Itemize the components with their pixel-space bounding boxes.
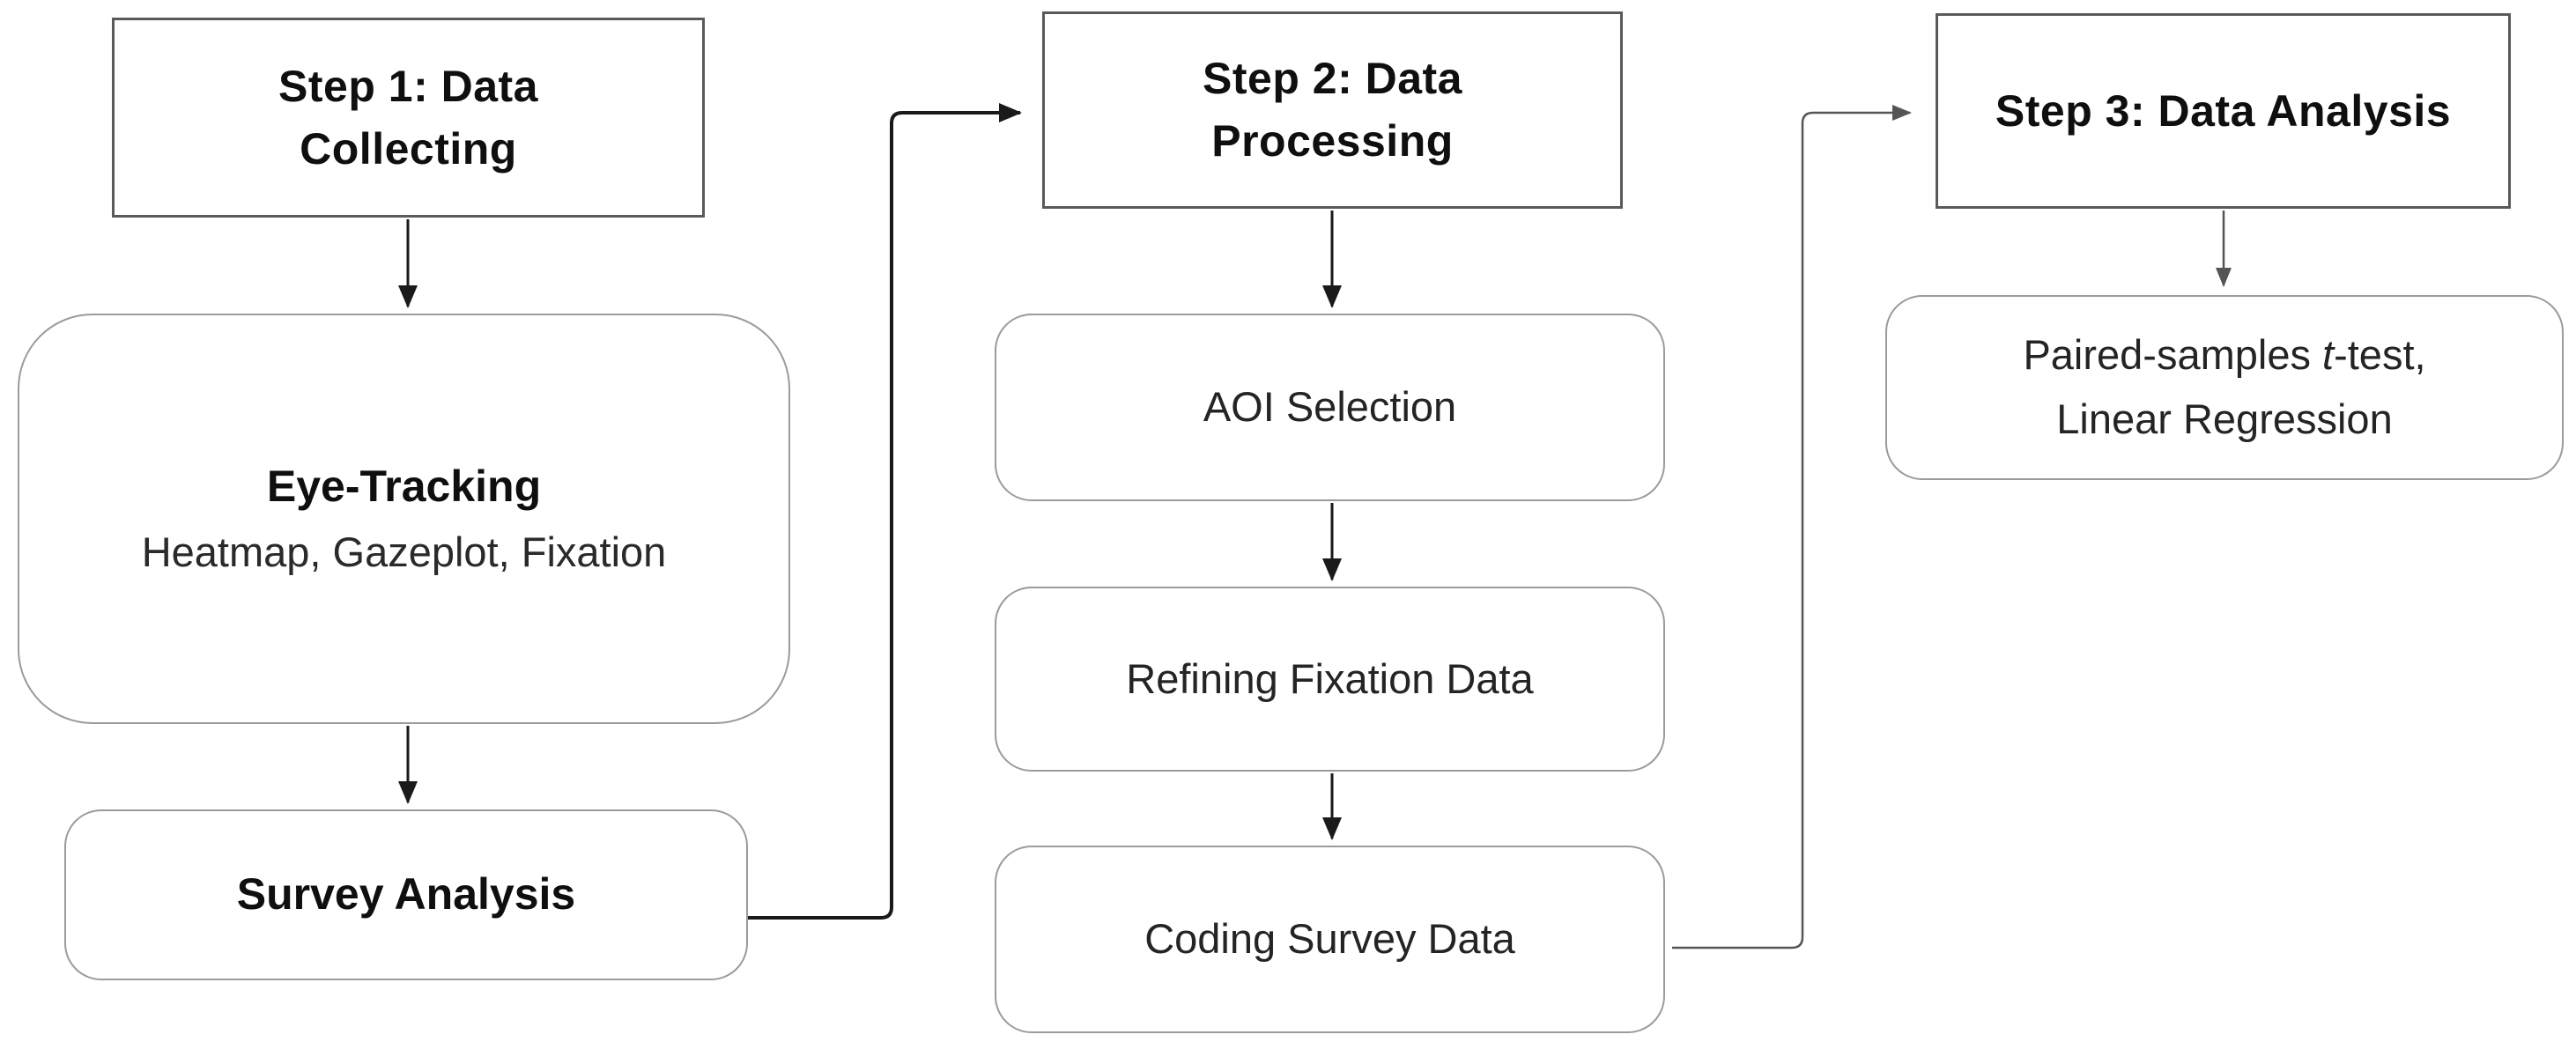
step2-title-line1: Step 2: Data: [1203, 54, 1462, 103]
eye-tracking-subtitle: Heatmap, Gazeplot, Fixation: [141, 528, 667, 576]
paired-ttest-prefix: Paired-samples: [2023, 331, 2323, 379]
eye-tracking-title: Eye-Tracking: [266, 461, 542, 511]
coding-survey-label: Coding Survey Data: [1144, 915, 1515, 963]
coding-survey-node: Coding Survey Data: [995, 846, 1665, 1033]
step1-title-line2: Collecting: [300, 123, 517, 174]
aoi-selection-node: AOI Selection: [995, 314, 1665, 501]
survey-analysis-node: Survey Analysis: [64, 809, 748, 980]
step1-header-box: Step 1: Data Collecting: [112, 18, 705, 218]
step2-header-box: Step 2: Data Processing: [1042, 11, 1623, 209]
survey-analysis-label: Survey Analysis: [236, 869, 576, 920]
paired-ttest-suffix: -test,: [2334, 331, 2426, 379]
paired-ttest-node: Paired-samples t-test, Linear Regression: [1885, 295, 2564, 480]
step1-title-line1: Step 1: Data: [278, 61, 538, 111]
aoi-selection-label: AOI Selection: [1203, 383, 1457, 431]
step3-title: Step 3: Data Analysis: [1995, 85, 2452, 136]
paired-ttest-line2: Linear Regression: [2056, 395, 2393, 442]
eye-tracking-node: Eye-Tracking Heatmap, Gazeplot, Fixation: [18, 314, 790, 724]
paired-ttest-line1: Paired-samples t-test,: [2023, 323, 2425, 388]
refining-fixation-node: Refining Fixation Data: [995, 587, 1665, 772]
paired-ttest-italic-t: t: [2322, 331, 2335, 379]
step2-title-line2: Processing: [1211, 116, 1454, 166]
connector-coding-to-step3: [1672, 105, 1912, 949]
refining-fixation-label: Refining Fixation Data: [1126, 654, 1534, 702]
step3-header-box: Step 3: Data Analysis: [1936, 13, 2511, 209]
